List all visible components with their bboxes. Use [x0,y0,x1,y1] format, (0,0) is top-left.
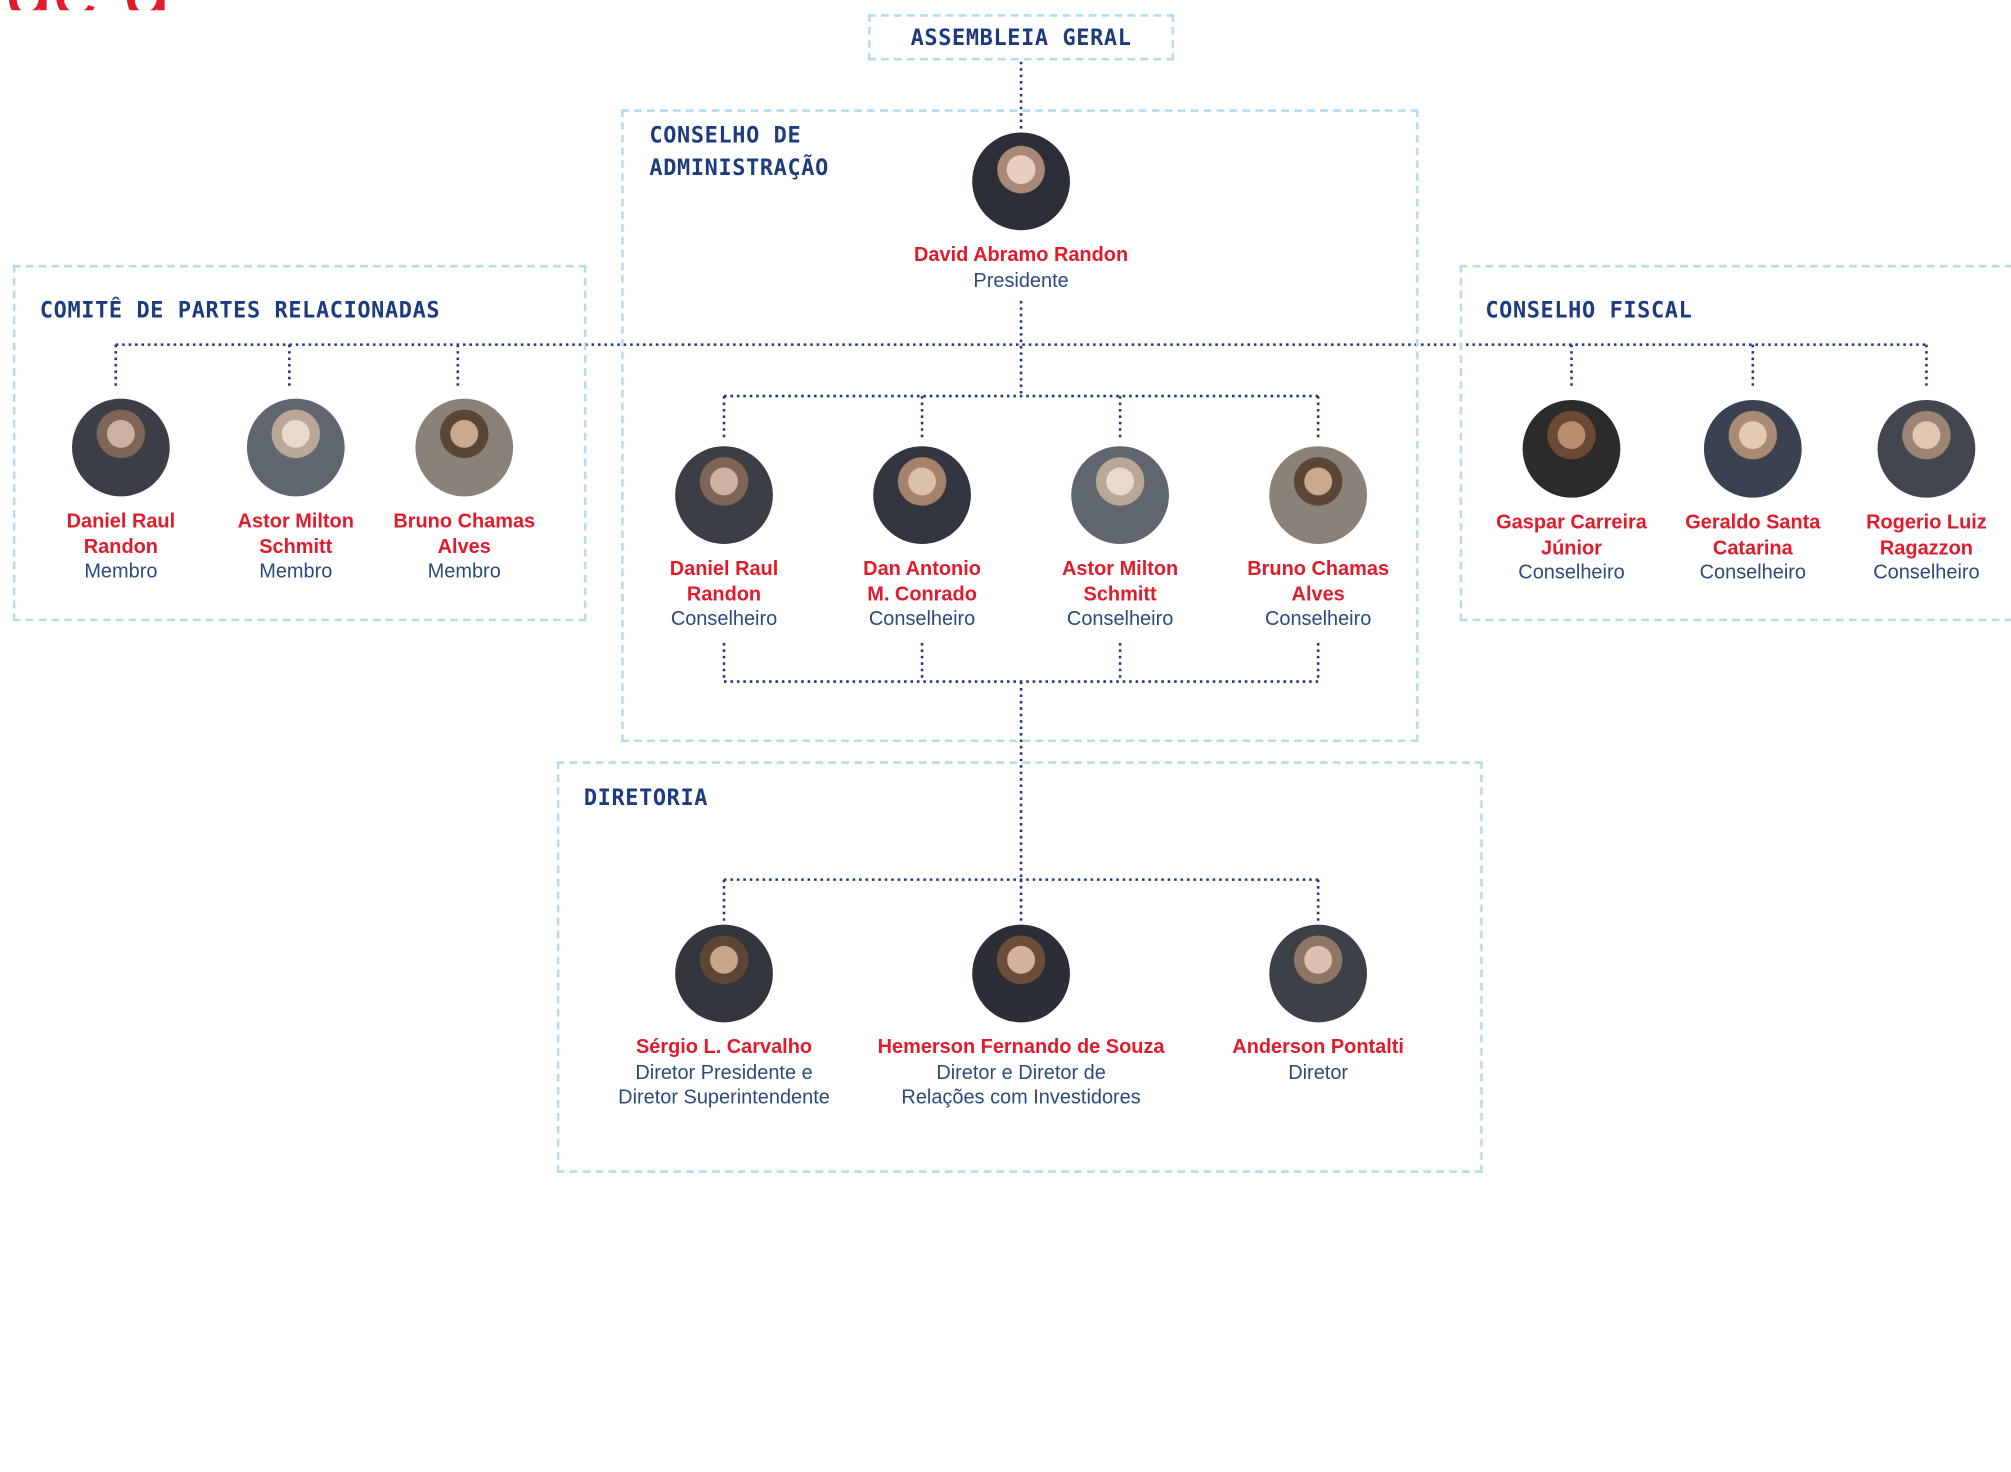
conselheiro-3: Astor Milton Schmitt Conselheiro [998,446,1242,632]
person-name: Astor Milton Schmitt [237,510,354,558]
comite-partes-relacionadas-title: COMITÊ DE PARTES RELACIONADAS [39,298,441,325]
fiscal-member-3: Rogerio Luiz Ragazzon Conselheiro [1804,399,2011,586]
conselho-administracao-title: CONSELHO DE ADMINISTRAÇÃO [649,123,829,182]
person-role: Diretor e Diretor de Relações com Invest… [901,1061,1141,1109]
avatar [72,398,170,497]
person-role: Conselheiro [1518,561,1625,584]
avatar [246,398,345,497]
diretoria-title: DIRETORIA [583,785,709,812]
avatar [675,924,773,1023]
comite-member-1: Daniel Raul Randon Membro [0,398,249,585]
conselheiro-2: Dan Antonio M. Conrado Conselheiro [800,446,1044,632]
avatar [675,446,773,544]
diretor-2: Hemerson Fernando de Souza Diretor e Dir… [860,924,1182,1111]
person-name: Bruno Chamas Alves [393,510,536,558]
avatar [1269,446,1368,544]
avatar [873,446,971,544]
person-name: Dan Antonio M. Conrado [863,558,981,606]
diretor-1: Sérgio L. Carvalho Diretor Presidente e … [595,924,852,1111]
avatar [972,924,1070,1023]
comite-partes-relacionadas-box: COMITÊ DE PARTES RELACIONADAS [12,264,587,622]
person-name: Rogerio Luiz Ragazzon [1866,511,1987,559]
person-name: Astor Milton Schmitt [1061,558,1179,606]
person-name: David Abramo Randon [914,244,1129,267]
person-name: Gaspar Carreira Júnior [1496,511,1647,559]
person-role: Diretor [1288,1061,1349,1084]
conselho-administracao-box: CONSELHO DE ADMINISTRAÇÃO [621,109,1419,743]
person-role: Conselheiro [670,608,778,631]
header-title-fragment: ge g [5,0,170,10]
person-name: Hemerson Fernando de Souza [877,1036,1165,1059]
comite-member-2: Astor Milton Schmitt Membro [167,398,424,585]
assembleia-geral-box: ASSEMBLEIA GERAL [868,14,1175,61]
person-role: Diretor Presidente e Diretor Superintend… [618,1061,830,1109]
person-role: Presidente [973,269,1069,292]
avatar [1269,924,1368,1023]
conselheiro-1: Daniel Raul Randon Conselheiro [602,446,846,632]
fiscal-member-1: Gaspar Carreira Júnior Conselheiro [1449,399,1693,586]
conselho-fiscal-box: CONSELHO FISCAL [1459,264,2011,622]
avatar [972,132,1070,231]
avatar [1877,399,1976,498]
person-role: Conselheiro [1264,608,1372,631]
person-name: Anderson Pontalti [1232,1036,1404,1059]
presidente-card: David Abramo Randon Presidente [899,132,1143,293]
fiscal-member-2: Geraldo Santa Catarina Conselheiro [1631,399,1875,586]
person-role: Membro [259,560,333,583]
person-name: Daniel Raul Randon [669,558,779,606]
avatar [1071,446,1169,544]
person-name: Geraldo Santa Catarina [1685,511,1821,559]
assembleia-geral-title: ASSEMBLEIA GERAL [910,25,1132,52]
person-role: Conselheiro [1873,561,1980,584]
avatar [1703,399,1802,498]
person-role: Membro [84,560,158,583]
person-role: Conselheiro [868,608,976,631]
avatar [1522,399,1621,498]
diretor-3: Anderson Pontalti Diretor [1196,924,1440,1086]
person-role: Conselheiro [1699,561,1807,584]
person-name: Bruno Chamas Alves [1247,558,1390,606]
conselheiro-4: Bruno Chamas Alves Conselheiro [1196,446,1440,632]
connector-lines [114,61,1928,921]
avatar [415,398,514,497]
person-name: Sérgio L. Carvalho [635,1036,813,1059]
person-name: Daniel Raul Randon [66,510,176,558]
person-role: Conselheiro [1066,608,1174,631]
comite-member-3: Bruno Chamas Alves Membro [336,398,593,585]
person-role: Membro [427,560,501,583]
conselho-fiscal-title: CONSELHO FISCAL [1485,298,1693,325]
